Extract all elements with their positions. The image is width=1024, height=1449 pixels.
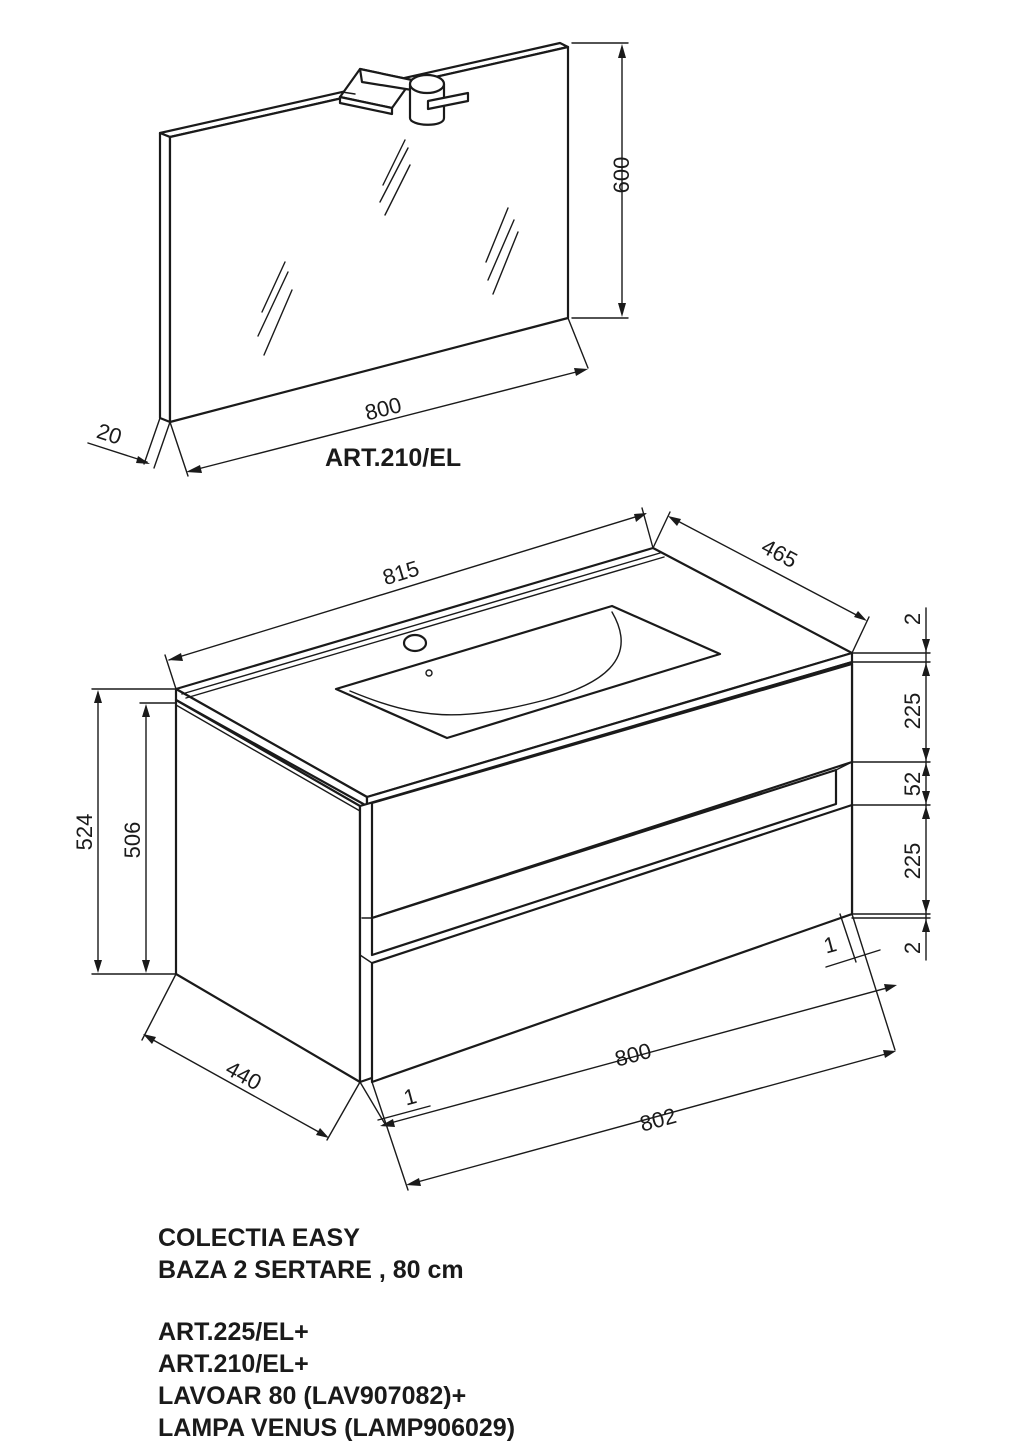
upper-drawer-height-label: 225 [900,693,925,730]
body-depth-label: 440 [222,1056,266,1096]
composition-item: LAVOAR 80 (LAV907082)+ [158,1382,467,1410]
product-description: BAZA 2 SERTARE , 80 cm [158,1256,464,1284]
top-gap-label: 2 [900,613,925,625]
left-gap-label: 1 [401,1083,419,1110]
drain [425,669,433,677]
drawer-gap-label: 52 [900,772,925,796]
mirror-article-label: ART.210/EL [325,444,461,472]
total-height-label: 524 [72,814,97,851]
mirror-height-label: 600 [609,157,634,194]
product-notes: COLECTIA EASY BAZA 2 SERTARE , 80 cm ART… [158,1222,515,1444]
washbasin [334,604,722,740]
vanity-cabinet [174,546,854,1084]
mirror-reflection-marks [257,139,519,356]
drawer-width-label: 800 [612,1038,654,1072]
composition-item: ART.225/EL+ [158,1318,309,1346]
composition-item: ART.210/EL+ [158,1350,309,1378]
total-width-label: 802 [637,1103,679,1137]
lamp [338,67,470,126]
composition-item: LAMPA VENUS (LAMP906029) [158,1414,516,1442]
mirror-dimensions: 600 800 20 [87,42,634,477]
lower-drawer-height-label: 225 [900,843,925,880]
mirror-width-label: 800 [362,392,404,425]
body-height-label: 506 [120,822,145,859]
collection-title: COLECTIA EASY [158,1224,360,1252]
mirror-depth-label: 20 [94,418,125,449]
bottom-gap-label: 2 [900,942,925,954]
tap-hole [402,633,428,653]
right-gap-label: 1 [821,931,839,958]
